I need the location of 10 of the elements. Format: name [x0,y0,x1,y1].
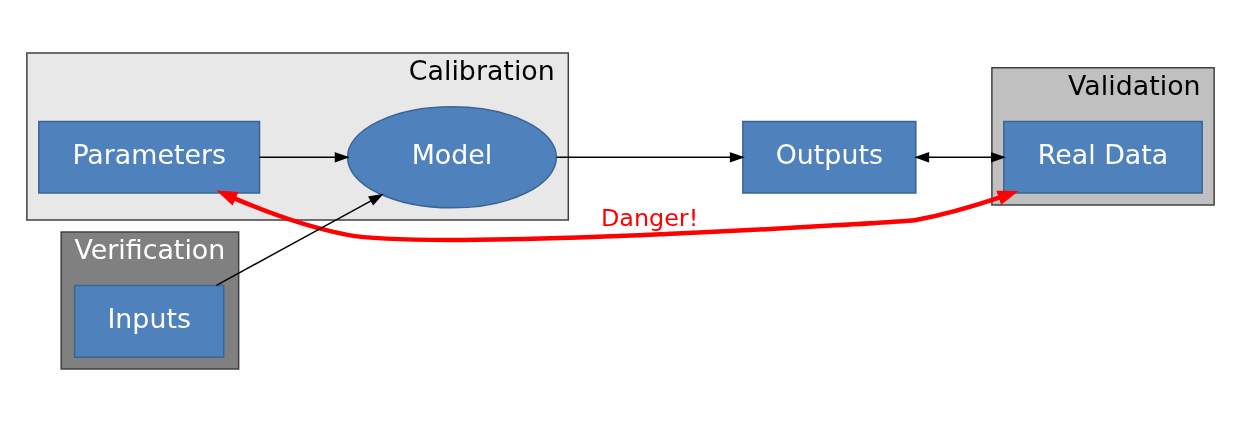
edge-label: Danger! [600,203,699,232]
node-box: Real Data [1003,120,1203,194]
arrow [215,193,384,286]
arrow [259,151,350,163]
arrow [914,151,1006,163]
node-box: Parameters [38,120,261,194]
arrow [216,189,1019,242]
node-box: Inputs [73,284,225,358]
arrow [556,151,745,163]
node-box: Outputs [742,120,917,194]
